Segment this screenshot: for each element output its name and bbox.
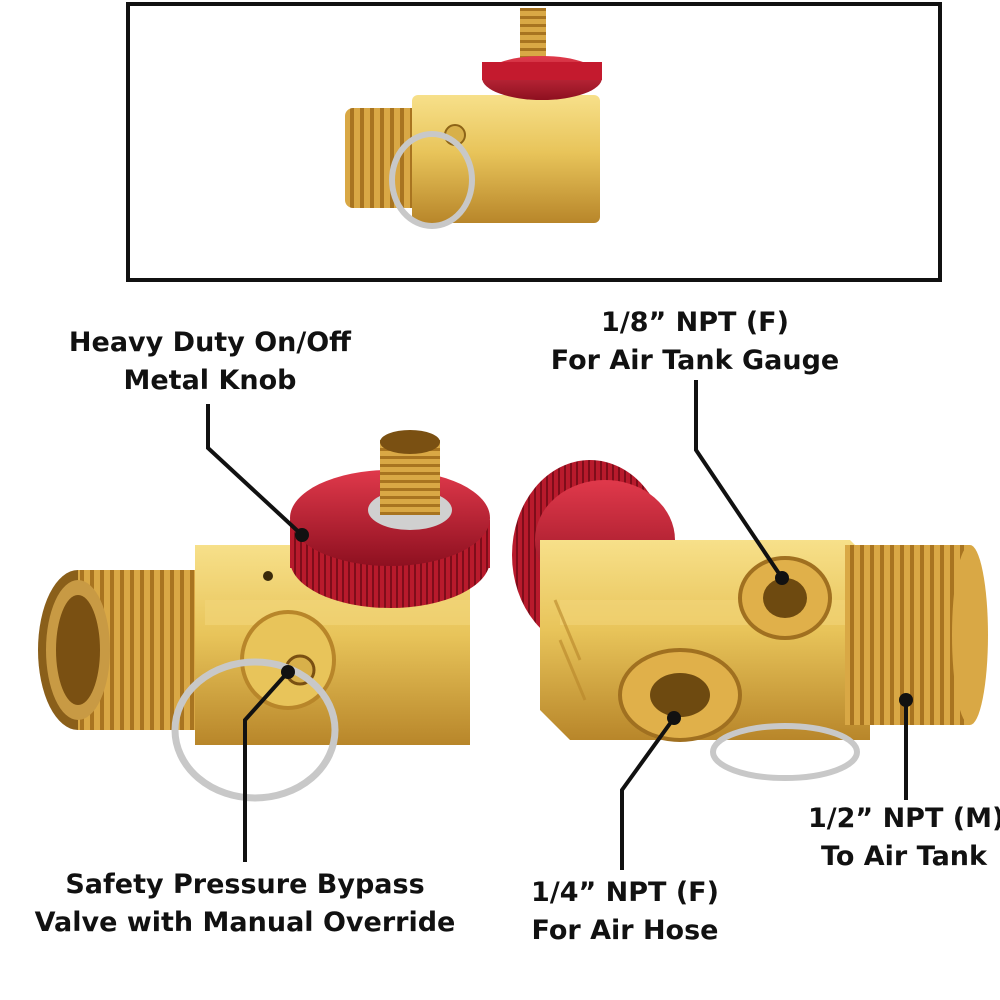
gauge-callout-label: 1/8” NPT (F) For Air Tank Gauge [540,304,850,380]
hose-leader-dot [667,711,681,725]
gauge-leader-dot [775,571,789,585]
inset-valve-body [412,95,600,223]
gauge-label-line1: 1/8” NPT (F) [601,307,789,338]
knob-callout-label: Heavy Duty On/Off Metal Knob [60,324,360,400]
bypass-label-line1: Safety Pressure Bypass [65,869,425,900]
hose-label-line1: 1/4” NPT (F) [531,877,719,908]
left-pull-ring [171,658,339,802]
knob-label-line2: Metal Knob [123,365,297,396]
bypass-callout-label: Safety Pressure Bypass Valve with Manual… [30,866,460,942]
bypass-label-line2: Valve with Manual Override [34,907,456,938]
left-valve [38,430,490,802]
right-pull-ring [710,723,860,781]
hose-label-line2: For Air Hose [531,915,719,946]
bypass-leader-dot [281,665,295,679]
tank-label-line1: 1/2” NPT (M) [808,803,1000,834]
hose-callout-label: 1/4” NPT (F) For Air Hose [520,874,730,950]
inset-pull-ring [389,131,475,229]
tank-label-line2: To Air Tank [821,841,987,872]
tank-callout-label: 1/2” NPT (M) To Air Tank [808,800,1000,876]
tank-leader-dot [899,693,913,707]
right-valve [512,460,988,781]
knob-leader-line [206,404,304,537]
knob-leader-dot [295,528,309,542]
inset-male-thread [345,108,420,208]
gauge-label-line2: For Air Tank Gauge [550,345,840,376]
knob-label-line1: Heavy Duty On/Off [68,327,352,358]
bypass-leader-line [243,670,290,862]
hose-leader-line [620,716,676,870]
gauge-leader-line [694,380,784,580]
inset-valve [345,8,602,229]
